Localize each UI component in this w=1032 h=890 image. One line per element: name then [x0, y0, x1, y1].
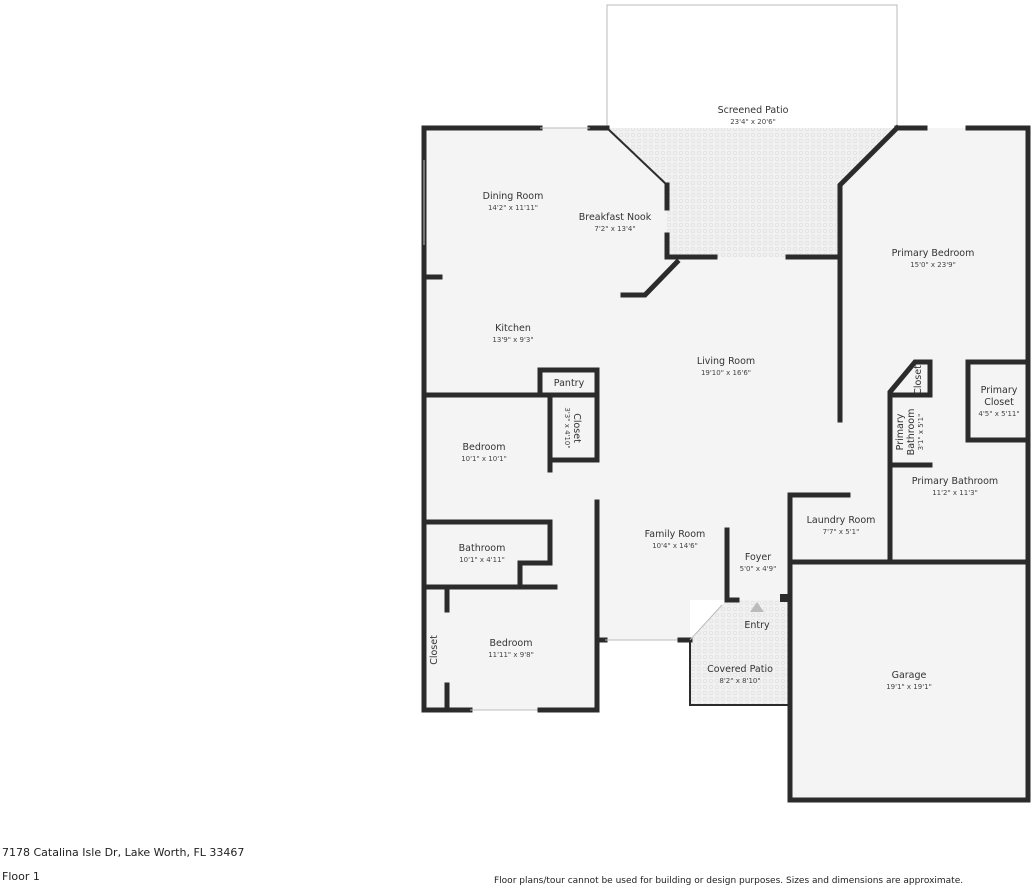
room-name: Entry [744, 620, 770, 631]
room-name: Family Room [645, 529, 706, 540]
room-name: Garage [892, 670, 927, 681]
svg-text:23'4" x 20'6": 23'4" x 20'6" [730, 118, 776, 126]
entry-arrow-icon [750, 602, 764, 612]
room-name: Primary Bathroom [912, 476, 998, 487]
floor-label: Floor 1 [2, 870, 40, 883]
disclaimer: Floor plans/tour cannot be used for buil… [494, 876, 964, 886]
svg-text:10'1" x 10'1": 10'1" x 10'1" [461, 455, 507, 463]
address: 7178 Catalina Isle Dr, Lake Worth, FL 33… [2, 846, 245, 859]
room-name: Primary [981, 385, 1018, 396]
svg-text:19'1" x 19'1": 19'1" x 19'1" [886, 683, 932, 691]
svg-text:Primary: Primary [895, 413, 906, 450]
svg-text:10'4" x 14'6": 10'4" x 14'6" [652, 542, 698, 550]
svg-text:3'3" x 4'10": 3'3" x 4'10" [563, 407, 571, 448]
svg-text:15'0" x 23'9": 15'0" x 23'9" [910, 261, 956, 269]
room-name: Living Room [697, 356, 755, 367]
svg-text:10'1" x 4'11": 10'1" x 4'11" [459, 556, 505, 564]
svg-text:5'0" x 4'9": 5'0" x 4'9" [740, 565, 777, 573]
room-name: Bedroom [463, 442, 506, 453]
room-name: Breakfast Nook [579, 212, 652, 223]
svg-text:7'2" x 13'4": 7'2" x 13'4" [594, 225, 635, 233]
svg-text:3'1" x 5'1": 3'1" x 5'1" [917, 414, 925, 451]
room-name: Closet [913, 365, 924, 395]
svg-text:4'5" x 5'11": 4'5" x 5'11" [978, 410, 1019, 418]
svg-text:19'10" x 16'6": 19'10" x 16'6" [701, 369, 751, 377]
room-name: Laundry Room [807, 515, 876, 526]
room-name: Pantry [554, 378, 585, 389]
room-labels: Screened Patio 23'4" x 20'6" Dining Room 1… [429, 105, 1020, 691]
svg-text:14'2" x 11'11": 14'2" x 11'11" [488, 204, 538, 212]
room-name: Bedroom [490, 638, 533, 649]
room-name: Closet [984, 397, 1014, 408]
walls [421, 124, 1031, 803]
room-name: Primary Bedroom [892, 248, 975, 259]
room-name: Screened Patio [718, 105, 789, 116]
svg-text:8'2" x 8'10": 8'2" x 8'10" [719, 677, 760, 685]
house-floor [424, 128, 1028, 800]
covered-patio-floor [690, 600, 790, 705]
svg-text:13'9" x 9'3": 13'9" x 9'3" [492, 336, 533, 344]
svg-text:11'2" x 11'3": 11'2" x 11'3" [932, 489, 978, 497]
room-name: Foyer [745, 552, 771, 563]
svg-text:11'11" x 9'8": 11'11" x 9'8" [488, 651, 534, 659]
room-name: Covered Patio [707, 664, 773, 675]
svg-text:7'7" x 5'1": 7'7" x 5'1" [823, 528, 860, 536]
room-name: Closet [429, 635, 440, 665]
room-name: Bathroom [459, 543, 506, 554]
room-name: Dining Room [483, 191, 544, 202]
room-name: Kitchen [495, 323, 531, 334]
svg-text:Bathroom: Bathroom [906, 409, 917, 456]
room-name: Closet [571, 413, 582, 443]
